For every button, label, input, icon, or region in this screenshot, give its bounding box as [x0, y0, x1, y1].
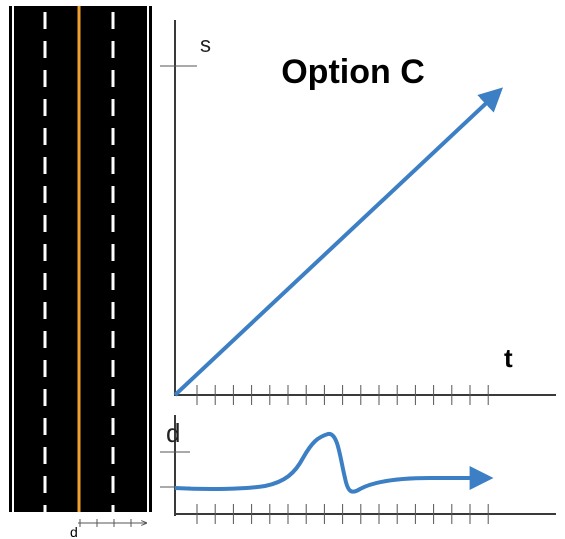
- st-curve: [173, 87, 504, 397]
- road-right-shoulder: [147, 6, 149, 512]
- dt-curve: [174, 432, 494, 494]
- lateral-d-label: d: [70, 524, 78, 539]
- dt-x-ticks: [196, 504, 489, 524]
- dt-plot: d: [160, 415, 556, 524]
- dt-y-label: d: [166, 418, 180, 448]
- diagram-title: Option C: [281, 53, 425, 91]
- road-left-shoulder: [12, 6, 14, 512]
- st-plot: s t: [160, 20, 556, 405]
- st-y-label: s: [200, 32, 211, 57]
- st-x-label: t: [504, 343, 513, 373]
- st-x-ticks: [196, 385, 489, 405]
- road: [9, 6, 152, 512]
- lateral-indicator: d: [70, 519, 146, 539]
